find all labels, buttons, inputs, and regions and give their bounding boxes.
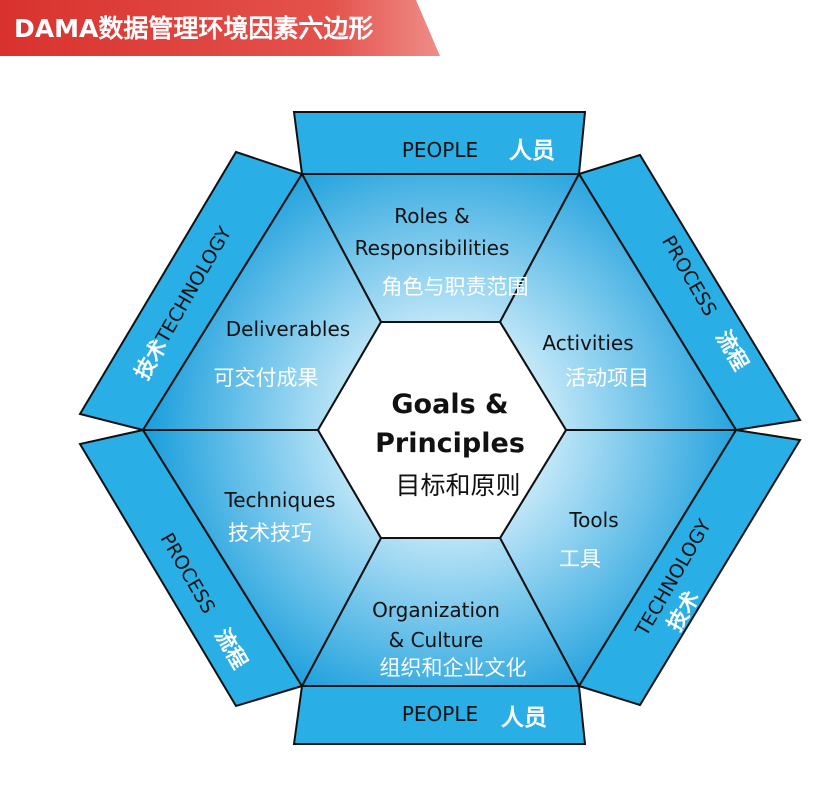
segment-roles-cn: 角色与职责范围	[382, 275, 529, 299]
center-title-line2: Principles	[375, 428, 525, 459]
edge-people-top-cn: 人员	[509, 138, 555, 164]
edge-people-bottom-cn: 人员	[501, 705, 547, 731]
segment-techniques-en: Techniques	[223, 488, 335, 512]
segment-deliverables-cn: 可交付成果	[214, 366, 319, 390]
center-title-line1: Goals &	[391, 389, 508, 420]
segment-roles-en1: Roles &	[394, 204, 469, 228]
segment-roles-en2: Responsibilities	[355, 236, 510, 260]
edge-people-bottom-en: PEOPLE	[402, 702, 478, 726]
segment-organization-en2: & Culture	[389, 628, 484, 652]
segment-organization-cn: 组织和企业文化	[380, 656, 527, 680]
center-title-cn: 目标和原则	[395, 471, 520, 500]
center-hexagon	[316, 321, 568, 539]
edge-people-top-en: PEOPLE	[402, 138, 478, 162]
segment-deliverables-en: Deliverables	[226, 317, 350, 341]
segment-activities-en: Activities	[542, 331, 633, 355]
page-title: DAMA数据管理环境因素六边形	[14, 14, 374, 43]
title-banner: DAMA数据管理环境因素六边形	[0, 0, 440, 56]
segment-techniques-cn: 技术技巧	[228, 521, 312, 545]
segment-organization-en1: Organization	[372, 598, 500, 622]
segment-tools-cn: 工具	[559, 547, 601, 571]
segment-tools-en: Tools	[568, 508, 618, 532]
segment-activities-cn: 活动项目	[565, 366, 649, 390]
